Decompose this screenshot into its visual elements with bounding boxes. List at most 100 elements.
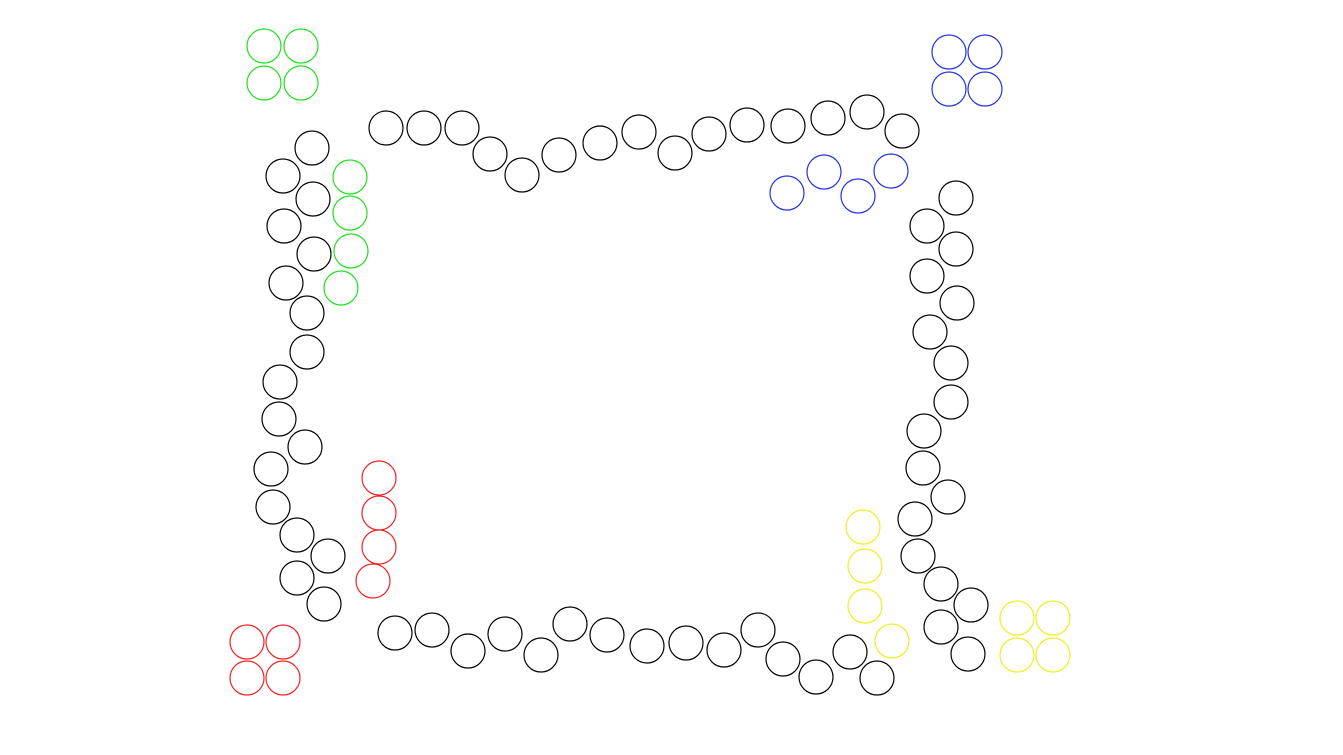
track-space[interactable]	[912, 314, 948, 350]
track-space[interactable]	[287, 429, 323, 465]
track-space[interactable]	[582, 125, 618, 161]
track-space[interactable]	[798, 659, 834, 695]
track-space[interactable]	[930, 479, 966, 515]
red-home-piece[interactable]	[229, 624, 265, 660]
track-space[interactable]	[523, 637, 559, 673]
red-home-piece[interactable]	[229, 660, 265, 696]
green-lane-space[interactable]	[323, 270, 359, 306]
green-home-piece[interactable]	[283, 65, 319, 101]
green-home-piece[interactable]	[246, 65, 282, 101]
track-space[interactable]	[933, 345, 969, 381]
track-space[interactable]	[504, 157, 540, 193]
track-space[interactable]	[541, 137, 577, 173]
track-space[interactable]	[909, 258, 945, 294]
track-space[interactable]	[900, 538, 936, 574]
track-space[interactable]	[621, 114, 657, 150]
track-spaces	[253, 94, 989, 696]
red-lane-space[interactable]	[361, 495, 397, 531]
track-space[interactable]	[289, 334, 325, 370]
yellow-home-piece[interactable]	[1035, 637, 1071, 673]
track-space[interactable]	[923, 566, 959, 602]
green-lane-space[interactable]	[333, 233, 369, 269]
track-space[interactable]	[265, 158, 301, 194]
yellow-home-piece[interactable]	[1035, 600, 1071, 636]
track-space[interactable]	[657, 135, 693, 171]
track-space[interactable]	[909, 208, 945, 244]
track-space[interactable]	[306, 586, 342, 622]
track-space[interactable]	[368, 110, 404, 146]
track-space[interactable]	[950, 636, 986, 672]
blue-home-piece[interactable]	[931, 34, 967, 70]
track-space[interactable]	[953, 587, 989, 623]
track-space[interactable]	[262, 364, 298, 400]
track-space[interactable]	[268, 265, 304, 301]
blue-lane-space[interactable]	[769, 175, 805, 211]
track-space[interactable]	[938, 180, 974, 216]
track-space[interactable]	[377, 615, 413, 651]
red-lane-space[interactable]	[361, 460, 397, 496]
track-space[interactable]	[279, 517, 315, 553]
red-home-piece[interactable]	[265, 660, 301, 696]
track-space[interactable]	[668, 625, 704, 661]
blue-lane-space[interactable]	[806, 154, 842, 190]
red-lane-space[interactable]	[355, 563, 391, 599]
track-space[interactable]	[859, 660, 895, 696]
track-space[interactable]	[279, 560, 315, 596]
track-space[interactable]	[849, 94, 885, 130]
track-space[interactable]	[938, 231, 974, 267]
entry-lanes	[323, 153, 910, 659]
green-lane-space[interactable]	[332, 195, 368, 231]
track-space[interactable]	[897, 501, 933, 537]
home-bases	[229, 28, 1071, 696]
track-space[interactable]	[487, 616, 523, 652]
track-space[interactable]	[261, 401, 297, 437]
yellow-lane-space[interactable]	[845, 509, 881, 545]
track-space[interactable]	[884, 113, 920, 149]
track-space[interactable]	[552, 606, 588, 642]
track-space[interactable]	[740, 612, 776, 648]
track-space[interactable]	[295, 181, 331, 217]
blue-home-piece[interactable]	[931, 71, 967, 107]
track-space[interactable]	[691, 116, 727, 152]
yellow-lane-space[interactable]	[847, 548, 883, 584]
track-space[interactable]	[266, 208, 302, 244]
track-space[interactable]	[289, 295, 325, 331]
track-space[interactable]	[414, 612, 450, 648]
track-space[interactable]	[832, 634, 868, 670]
track-space[interactable]	[939, 285, 975, 321]
green-home-piece[interactable]	[283, 28, 319, 64]
track-space[interactable]	[450, 633, 486, 669]
blue-lane-space[interactable]	[840, 178, 876, 214]
track-space[interactable]	[444, 110, 480, 146]
track-space[interactable]	[729, 107, 765, 143]
track-space[interactable]	[255, 489, 291, 525]
track-space[interactable]	[296, 236, 332, 272]
track-space[interactable]	[770, 108, 806, 144]
track-space[interactable]	[933, 384, 969, 420]
track-space[interactable]	[589, 617, 625, 653]
yellow-lane-space[interactable]	[847, 588, 883, 624]
yellow-home-piece[interactable]	[999, 637, 1035, 673]
track-space[interactable]	[765, 641, 801, 677]
red-lane-space[interactable]	[361, 529, 397, 565]
blue-home-piece[interactable]	[967, 71, 1003, 107]
green-home-piece[interactable]	[246, 28, 282, 64]
track-space[interactable]	[629, 628, 665, 664]
yellow-lane-space[interactable]	[874, 623, 910, 659]
track-space[interactable]	[294, 130, 330, 166]
track-space[interactable]	[406, 110, 442, 146]
track-space[interactable]	[905, 450, 941, 486]
track-space[interactable]	[706, 632, 742, 668]
track-space[interactable]	[472, 136, 508, 172]
green-lane-space[interactable]	[332, 159, 368, 195]
track-space[interactable]	[253, 451, 289, 487]
track-space[interactable]	[906, 413, 942, 449]
red-home-piece[interactable]	[265, 624, 301, 660]
track-space[interactable]	[810, 100, 846, 136]
blue-home-piece[interactable]	[967, 34, 1003, 70]
track-space[interactable]	[923, 609, 959, 645]
yellow-home-piece[interactable]	[999, 600, 1035, 636]
track-space[interactable]	[310, 538, 346, 574]
blue-lane-space[interactable]	[873, 153, 909, 189]
